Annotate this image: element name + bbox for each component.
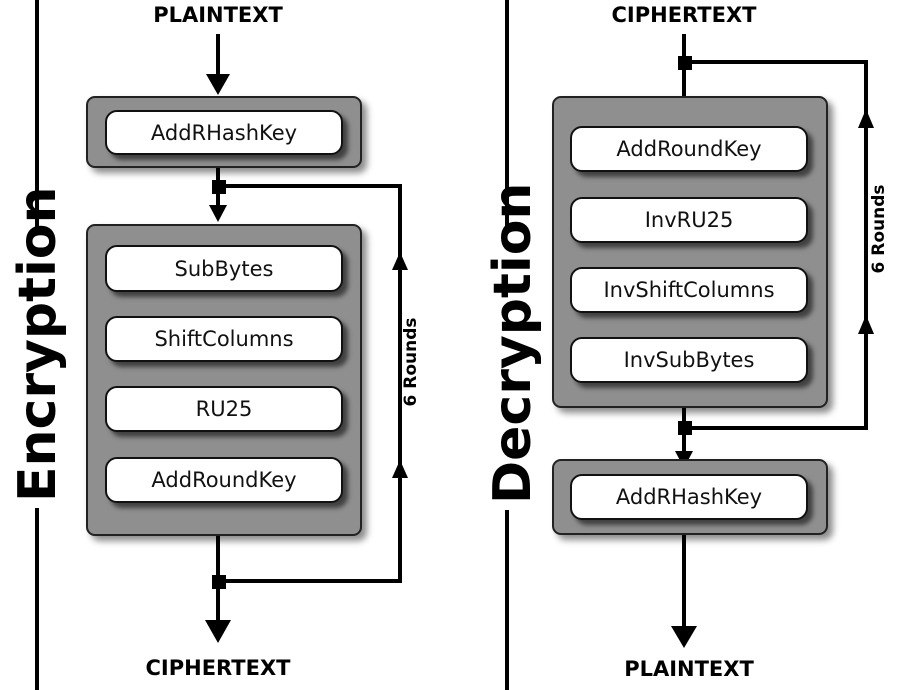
dec-stage-invru25: InvRU25 (570, 197, 808, 243)
enc-stage-shiftcolumns: ShiftColumns (105, 316, 343, 362)
enc-output-label: CIPHERTEXT (145, 656, 291, 680)
dec-final-stage: AddRHashKey (570, 474, 808, 520)
enc-initial-stage: AddRHashKey (105, 110, 343, 155)
enc-loop-arrowhead-lower (392, 460, 408, 478)
enc-output-arrowhead (205, 620, 231, 643)
dec-loop-arrowhead-upper (858, 109, 874, 128)
enc-junction-bottom (212, 575, 226, 589)
dec-junction-top (678, 56, 692, 70)
dec-round-loop (684, 60, 868, 430)
dec-loop-arrowhead-lower (858, 315, 874, 334)
enc-round-loop (218, 184, 402, 583)
dec-stage-invsubbytes: InvSubBytes (570, 337, 808, 383)
enc-stage-ru25: RU25 (105, 386, 343, 432)
enc-input-label: PLAINTEXT (153, 3, 283, 27)
dec-stage-invshiftcolumns: InvShiftColumns (570, 267, 808, 313)
enc-rounds-entry-arrowhead (209, 205, 227, 222)
enc-stage-addroundkey: AddRoundKey (105, 457, 343, 503)
enc-rounds-label: 6 Rounds (401, 317, 421, 407)
dec-input-label: CIPHERTEXT (611, 3, 757, 27)
dec-stage-addroundkey: AddRoundKey (570, 126, 808, 172)
dec-junction-bottom (678, 421, 692, 435)
decryption-side-label: Decryption (483, 183, 543, 510)
dec-output-arrowhead (671, 626, 697, 648)
enc-input-arrowhead (206, 74, 230, 95)
dec-rounds-label: 6 Rounds (869, 184, 889, 274)
encryption-side-label: Encryption (8, 186, 68, 508)
enc-junction-top (212, 180, 226, 194)
enc-stage-subbytes: SubBytes (105, 245, 343, 292)
enc-loop-arrowhead-upper (392, 252, 408, 270)
dec-output-label: PLAINTEXT (624, 657, 754, 681)
